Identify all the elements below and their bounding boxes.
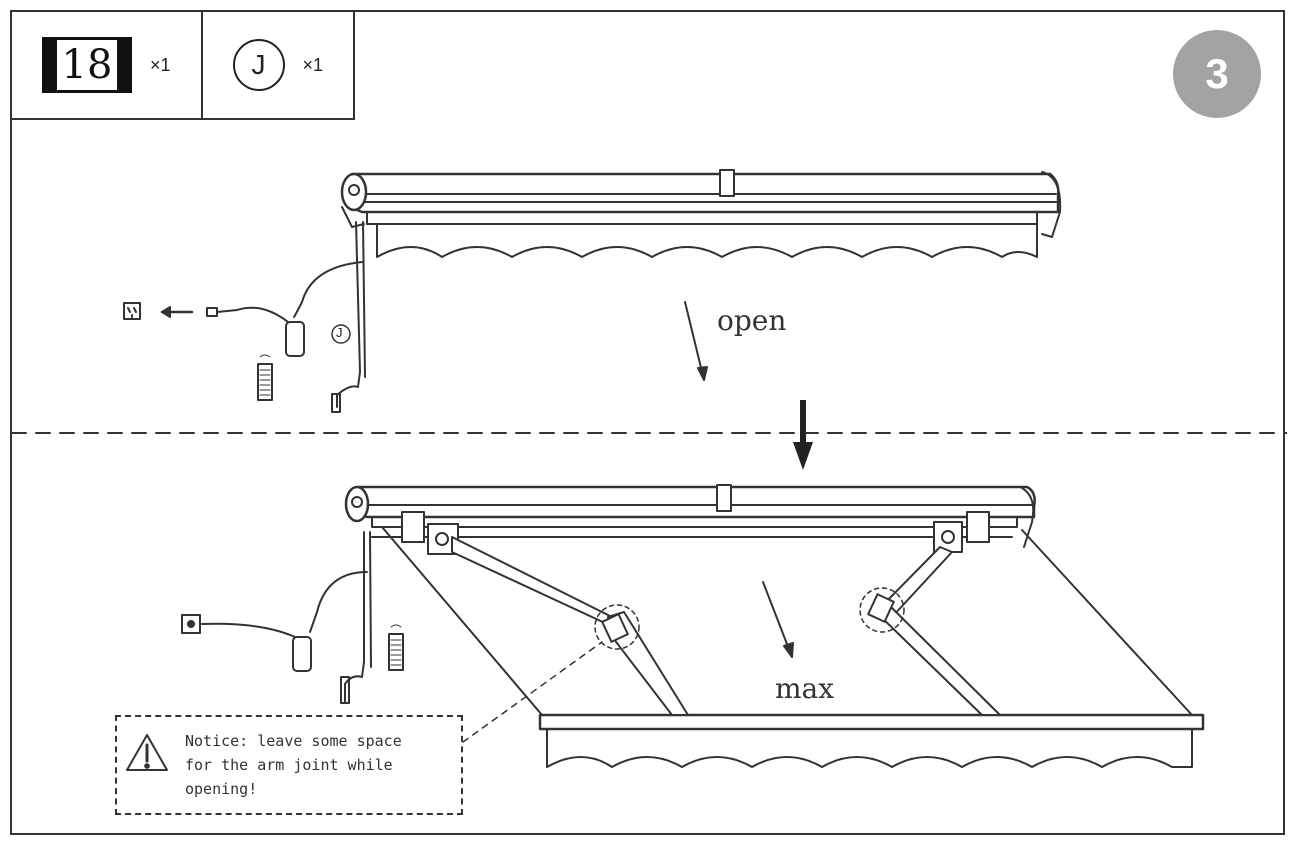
step-number-badge: 3 xyxy=(1173,30,1261,118)
notice-box: Notice: leave some space for the arm joi… xyxy=(115,715,463,815)
awning-closed xyxy=(340,169,1062,258)
part-18-qty: ×1 xyxy=(150,54,171,75)
part-j: J ×1 xyxy=(200,12,354,118)
warning-icon xyxy=(126,734,168,771)
max-label: max xyxy=(775,672,835,705)
awning-illustration xyxy=(12,169,1287,771)
instruction-frame: 18 ×1 J ×1 3 xyxy=(10,10,1287,835)
notice-leader-line xyxy=(462,641,603,743)
part-j-qty: ×1 xyxy=(302,54,324,75)
electrics-bottom xyxy=(181,531,404,704)
part-j-marker-letter: J xyxy=(336,325,343,340)
left-arm xyxy=(427,523,689,716)
part-18-number: 18 xyxy=(57,40,117,90)
notice-text: Notice: leave some space for the arm joi… xyxy=(185,732,402,798)
awning-open xyxy=(344,484,1205,768)
transition-arrow xyxy=(793,400,813,470)
open-label: open xyxy=(717,304,787,337)
electrics-top xyxy=(123,221,366,413)
right-arm xyxy=(859,521,1001,716)
part-j-circle: J xyxy=(232,39,285,91)
part-18-box: 18 xyxy=(42,37,132,93)
part-j-marker-circle xyxy=(331,324,351,344)
part-j-letter: J xyxy=(251,49,266,80)
parts-list: 18 ×1 J ×1 xyxy=(12,12,356,120)
part-18: 18 ×1 xyxy=(12,12,201,118)
